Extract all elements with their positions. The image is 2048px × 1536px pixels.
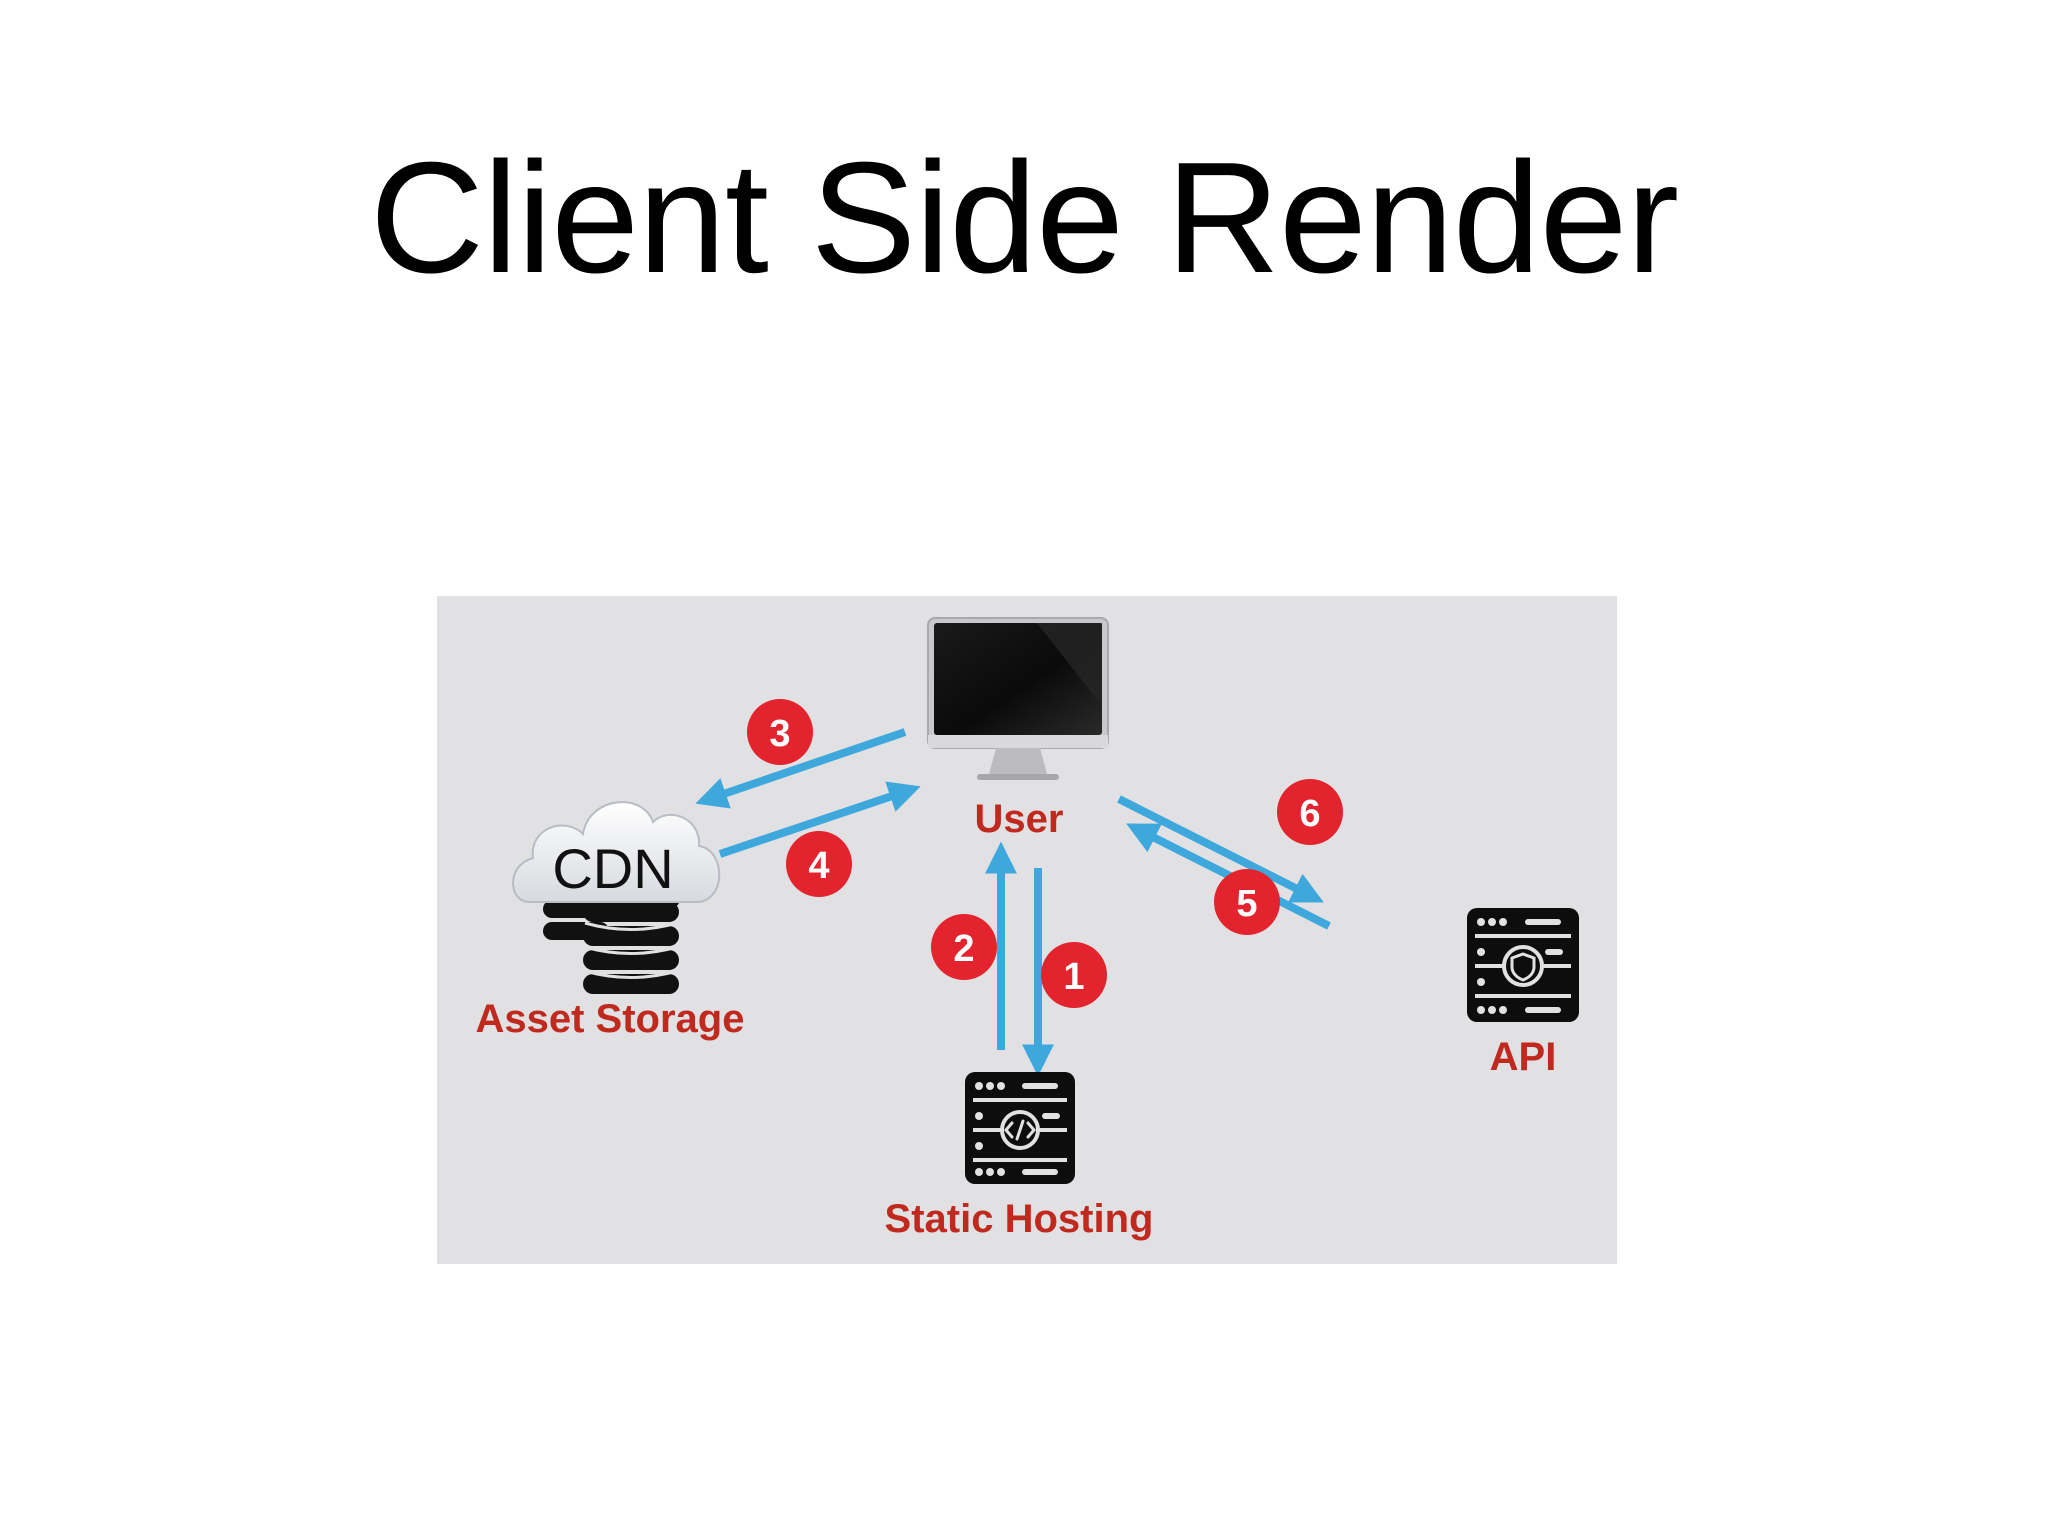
cdn-cloud-database-icon [512, 801, 721, 994]
cdn-text: CDN [552, 837, 673, 900]
step-badge-6: 6 [1277, 779, 1343, 845]
slide-title: Client Side Render [369, 130, 1679, 306]
step-badge-1: 1 [1041, 942, 1107, 1008]
svg-text:3: 3 [769, 713, 790, 755]
flow-diagram: User CDN [476, 617, 1579, 1241]
svg-text:4: 4 [808, 845, 829, 887]
step-badge-5: 5 [1214, 869, 1280, 935]
svg-text:5: 5 [1236, 883, 1257, 925]
desktop-monitor-icon [927, 617, 1109, 780]
arrow-step-4 [718, 781, 921, 858]
arrow-step-3 [695, 728, 907, 809]
user-label: User [975, 797, 1064, 841]
static-hosting-label: Static Hosting [885, 1197, 1154, 1241]
svg-text:2: 2 [953, 928, 974, 970]
arrow-step-5 [1117, 795, 1324, 903]
step-badge-2: 2 [931, 914, 997, 980]
svg-text:1: 1 [1063, 956, 1084, 998]
svg-text:6: 6 [1299, 793, 1320, 835]
code-server-icon [965, 1072, 1075, 1184]
step-badge-3: 3 [747, 699, 813, 765]
shield-server-icon [1467, 908, 1579, 1022]
asset-storage-label: Asset Storage [476, 997, 745, 1041]
api-label: API [1490, 1035, 1557, 1079]
step-badge-4: 4 [786, 831, 852, 897]
diagram-panel: User CDN [437, 596, 1617, 1264]
